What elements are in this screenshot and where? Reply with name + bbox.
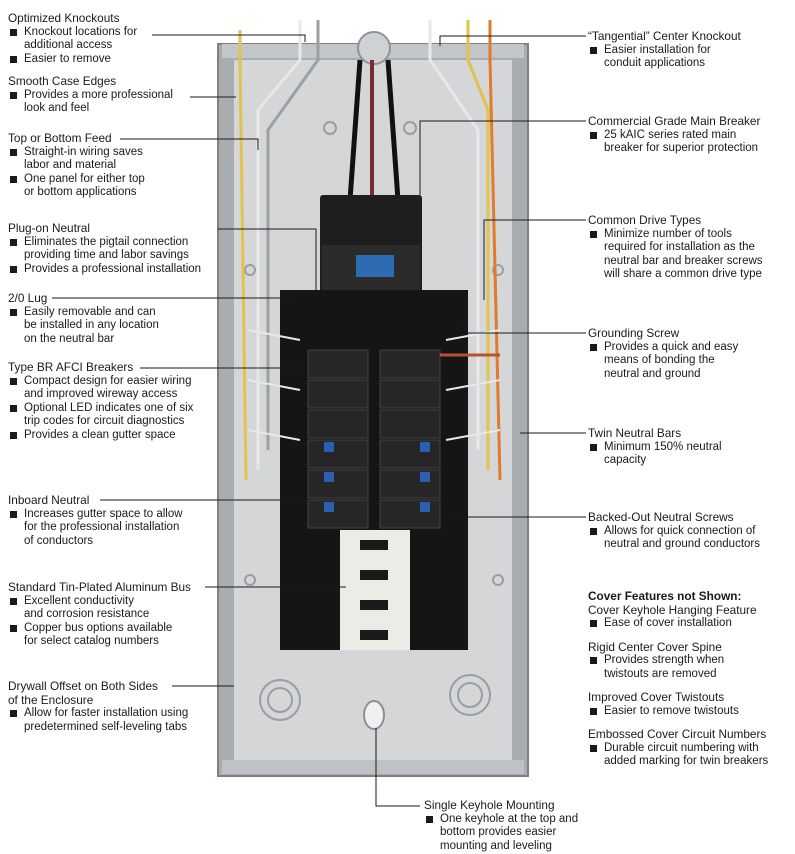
callout-title: “Tangential” Center Knockout	[588, 29, 741, 43]
callout-title: Optimized Knockouts	[8, 11, 120, 25]
callout-br-afci-breakers: Type BR AFCI Breakers Compact design for…	[8, 360, 193, 443]
callout-title: Top or Bottom Feed	[8, 131, 112, 145]
callout-title: Inboard Neutral	[8, 493, 90, 507]
callout-title: Drywall Offset on Both Sides	[8, 679, 158, 693]
callout-inboard-neutral: Inboard Neutral Increases gutter space t…	[8, 493, 183, 549]
callout-title: Type BR AFCI Breakers	[8, 360, 134, 374]
callout-title: Common Drive Types	[588, 213, 702, 227]
callout-main-breaker: Commercial Grade Main Breaker 25 kAIC se…	[588, 114, 761, 156]
callout-title: Embossed Cover Circuit Numbers	[588, 727, 767, 741]
main-breaker-label	[356, 255, 394, 277]
callout-title: 2/0 Lug	[8, 291, 48, 305]
enclosure-bottom-flange	[222, 760, 524, 774]
callout-bullet: Easier to remove	[8, 53, 137, 67]
callout-title: Smooth Case Edges	[8, 74, 117, 88]
callout-optimized-knockouts: Optimized Knockouts Knockout locations f…	[8, 11, 137, 67]
callout-title: Cover Keyhole Hanging Feature	[588, 602, 757, 617]
keyhole	[363, 700, 385, 730]
callout-bullet: Provides a clean gutter space	[8, 429, 193, 443]
callout-bullet: Ease of cover installation	[588, 617, 768, 631]
callout-title: Commercial Grade Main Breaker	[588, 114, 761, 128]
callout-tangential-knockout: “Tangential” Center Knockout Easier inst…	[588, 29, 741, 71]
callout-title: Backed-Out Neutral Screws	[588, 510, 734, 524]
callout-drywall-offset: Drywall Offset on Both Sides of the Encl…	[8, 679, 188, 734]
callout-title: Standard Tin-Plated Aluminum Bus	[8, 580, 191, 594]
callout-title: Plug-on Neutral	[8, 221, 90, 235]
callout-top-bottom-feed: Top or Bottom Feed Straight-in wiring sa…	[8, 131, 145, 200]
callout-title: Single Keyhole Mounting	[424, 798, 555, 812]
callout-smooth-case-edges: Smooth Case Edges Provides a more profes…	[8, 74, 173, 116]
callout-grounding-screw: Grounding Screw Provides a quick and eas…	[588, 326, 738, 382]
callout-title: Twin Neutral Bars	[588, 426, 682, 440]
callout-bullet: Provides a professional installation	[8, 263, 201, 277]
leader-lines	[52, 34, 586, 807]
callout-backed-out-screws: Backed-Out Neutral Screws Allows for qui…	[588, 510, 760, 552]
callout-single-keyhole: Single Keyhole Mounting One keyhole at t…	[424, 798, 578, 854]
callout-common-drive-types: Common Drive Types Minimize number of to…	[588, 213, 763, 282]
callout-tin-plated-bus: Standard Tin-Plated Aluminum Bus Excelle…	[8, 580, 191, 649]
callout-title: Rigid Center Cover Spine	[588, 639, 722, 654]
callout-bullet: Easier to remove twistouts	[588, 705, 768, 719]
callout-title-line2: of the Enclosure	[8, 692, 94, 707]
knockouts	[244, 121, 504, 721]
cover-features-heading: Cover Features not Shown:	[588, 589, 742, 603]
top-wires	[238, 20, 502, 481]
callout-title: Improved Cover Twistouts	[588, 690, 725, 704]
callout-plug-on-neutral: Plug-on Neutral Eliminates the pigtail c…	[8, 221, 201, 277]
callout-title: Grounding Screw	[588, 326, 680, 340]
branch-breakers	[307, 349, 441, 529]
center-knockout-conduit	[357, 31, 391, 65]
cover-features: Cover Features not Shown: Cover Keyhole …	[588, 589, 768, 769]
